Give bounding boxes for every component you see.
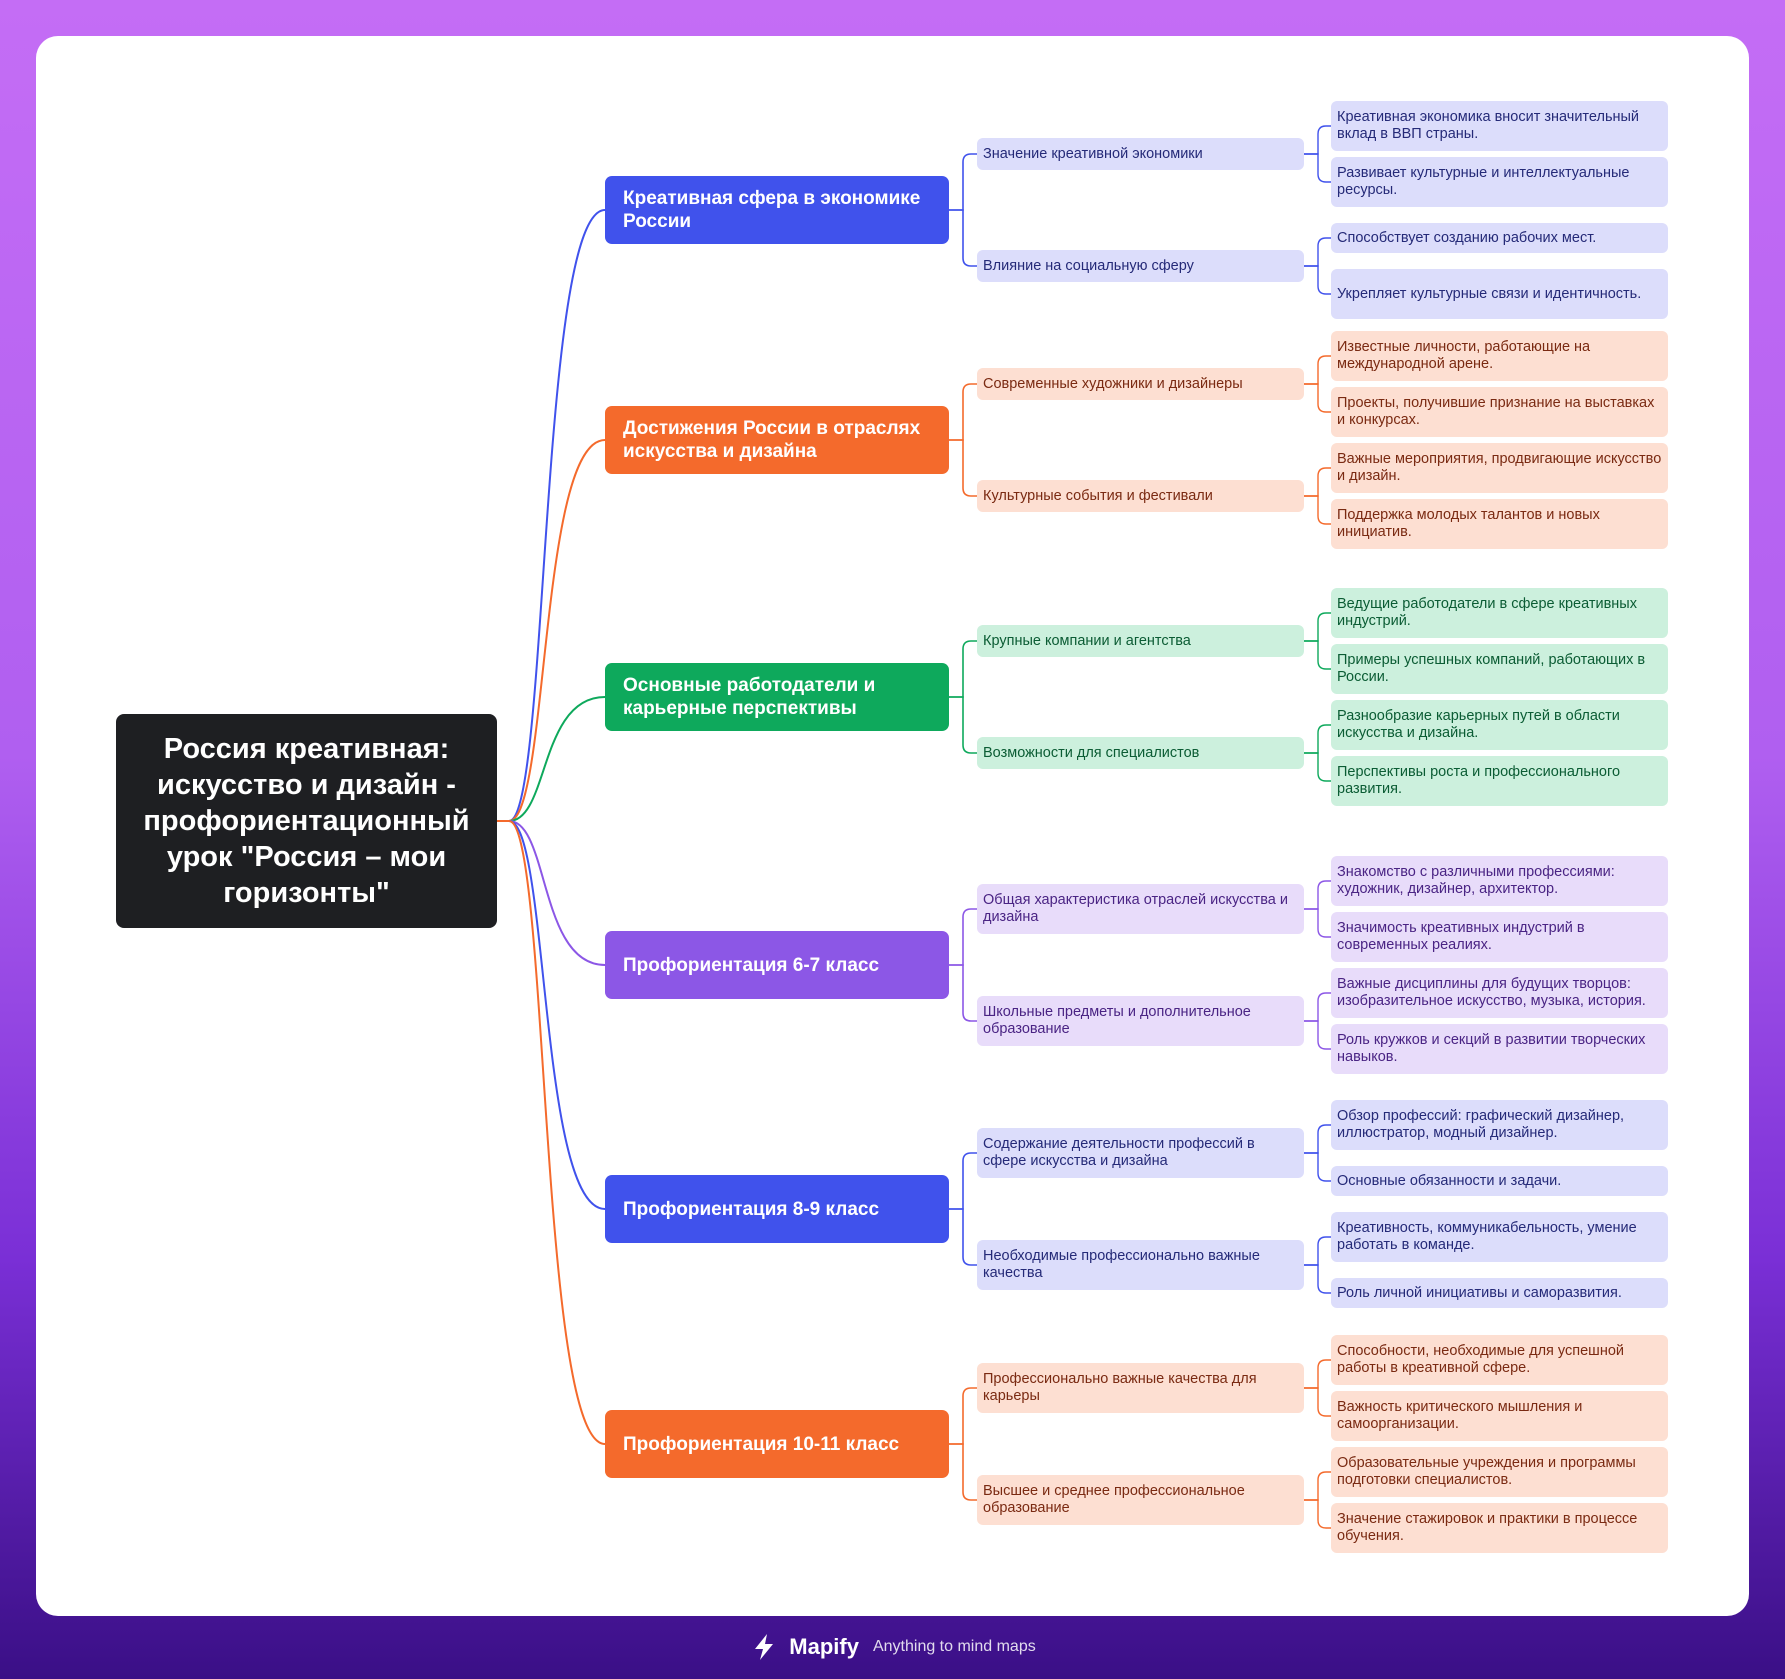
leaf-topic[interactable]: Укрепляет культурные связи и идентичност… (1331, 269, 1668, 319)
subtopic[interactable]: Влияние на социальную сферу (977, 250, 1304, 282)
leaf-topic-label: Образовательные учреждения и программы п… (1337, 1455, 1636, 1488)
subtopic-label: Школьные предметы и дополнительное образ… (983, 1004, 1251, 1037)
branch-topic-label: Профориентация 8-9 класс (623, 1198, 880, 1220)
lightning-icon (755, 1634, 774, 1660)
subtopic-label: Культурные события и фестивали (983, 487, 1213, 504)
leaf-topic[interactable]: Образовательные учреждения и программы п… (1331, 1447, 1668, 1497)
branch-topic-label: Профориентация 6-7 класс (623, 954, 880, 976)
subtopic-label: Общая характеристика отраслей искусства … (983, 892, 1288, 925)
leaf-topic-label: Основные обязанности и задачи. (1337, 1172, 1562, 1189)
branch-topic[interactable]: Достижения России в отраслях искусства и… (605, 406, 949, 474)
brand-name: Mapify (789, 1634, 859, 1659)
branch-topic[interactable]: Основные работодатели и карьерные перспе… (605, 663, 949, 731)
subtopic[interactable]: Содержание деятельности профессий в сфер… (977, 1128, 1304, 1178)
leaf-topic[interactable]: Роль личной инициативы и саморазвития. (1331, 1278, 1668, 1308)
leaf-topic[interactable]: Ведущие работодатели в сфере креативных … (1331, 588, 1668, 638)
leaf-topic[interactable]: Важность критического мышления и самоорг… (1331, 1391, 1668, 1441)
leaf-topic[interactable]: Важные мероприятия, продвигающие искусст… (1331, 443, 1668, 493)
leaf-topic-label: Способствует созданию рабочих мест. (1337, 229, 1597, 246)
subtopic-label: Высшее и среднее профессиональное образо… (983, 1483, 1245, 1516)
leaf-topic-label: Креативная экономика вносит значительный… (1337, 109, 1640, 142)
leaf-topic-label: Обзор профессий: графический дизайнер, и… (1337, 1108, 1625, 1141)
subtopic-label: Крупные компании и агентства (983, 632, 1191, 649)
subtopic[interactable]: Современные художники и дизайнеры (977, 368, 1304, 400)
subtopic[interactable]: Школьные предметы и дополнительное образ… (977, 996, 1304, 1046)
branch-topic[interactable]: Профориентация 10-11 класс (605, 1410, 949, 1478)
leaf-topic-label: Перспективы роста и профессионального ра… (1337, 764, 1621, 797)
leaf-topic[interactable]: Развивает культурные и интеллектуальные … (1331, 157, 1668, 207)
branch-topic[interactable]: Креативная сфера в экономике России (605, 176, 949, 244)
leaf-topic-label: Укрепляет культурные связи и идентичност… (1337, 285, 1642, 302)
leaf-topic-label: Знакомство с различными профессиями: худ… (1337, 864, 1615, 897)
leaf-topic[interactable]: Значимость креативных индустрий в соврем… (1331, 912, 1668, 962)
leaf-topic-label: Значение стажировок и практики в процесс… (1337, 1511, 1638, 1544)
leaf-topic[interactable]: Роль кружков и секций в развитии творчес… (1331, 1024, 1668, 1074)
leaf-topic-label: Роль личной инициативы и саморазвития. (1337, 1284, 1622, 1301)
branch-topic-label: Достижения России в отраслях искусства и… (623, 418, 921, 462)
leaf-topic[interactable]: Примеры успешных компаний, работающих в … (1331, 644, 1668, 694)
subtopic-label: Влияние на социальную сферу (983, 257, 1194, 274)
leaf-topic[interactable]: Известные личности, работающие на междун… (1331, 331, 1668, 381)
subtopic[interactable]: Общая характеристика отраслей искусства … (977, 884, 1304, 934)
leaf-topic[interactable]: Разнообразие карьерных путей в области и… (1331, 700, 1668, 750)
subtopic[interactable]: Возможности для специалистов (977, 737, 1304, 769)
subtopic-label: Необходимые профессионально важные качес… (983, 1248, 1260, 1281)
subtopic-label: Современные художники и дизайнеры (983, 375, 1243, 392)
leaf-topic-label: Важность критического мышления и самоорг… (1337, 1399, 1583, 1432)
leaf-topic[interactable]: Креативная экономика вносит значительный… (1331, 101, 1668, 151)
leaf-topic[interactable]: Обзор профессий: графический дизайнер, и… (1331, 1100, 1668, 1150)
subtopic[interactable]: Культурные события и фестивали (977, 480, 1304, 512)
subtopic[interactable]: Значение креативной экономики (977, 138, 1304, 170)
branch-topic[interactable]: Профориентация 8-9 класс (605, 1175, 949, 1243)
leaf-topic[interactable]: Способности, необходимые для успешной ра… (1331, 1335, 1668, 1385)
leaf-topic[interactable]: Перспективы роста и профессионального ра… (1331, 756, 1668, 806)
leaf-topic-label: Способности, необходимые для успешной ра… (1337, 1343, 1624, 1376)
branch-topic[interactable]: Профориентация 6-7 класс (605, 931, 949, 999)
leaf-topic[interactable]: Знакомство с различными профессиями: худ… (1331, 856, 1668, 906)
subtopic[interactable]: Высшее и среднее профессиональное образо… (977, 1475, 1304, 1525)
subtopic-label: Профессионально важные качества для карь… (983, 1371, 1257, 1404)
leaf-topic-label: Ведущие работодатели в сфере креативных … (1337, 596, 1637, 629)
leaf-topic-label: Поддержка молодых талантов и новых иници… (1337, 507, 1600, 540)
subtopic-label: Содержание деятельности профессий в сфер… (983, 1136, 1255, 1169)
leaf-topic-label: Важные дисциплины для будущих творцов: и… (1337, 976, 1646, 1009)
subtopic[interactable]: Профессионально важные качества для карь… (977, 1363, 1304, 1413)
leaf-topic-label: Развивает культурные и интеллектуальные … (1337, 165, 1630, 198)
root-topic-label: Россия креативная: искусство и дизайн - … (143, 733, 470, 909)
leaf-topic[interactable]: Важные дисциплины для будущих творцов: и… (1331, 968, 1668, 1018)
leaf-topic[interactable]: Основные обязанности и задачи. (1331, 1166, 1668, 1196)
leaf-topic[interactable]: Значение стажировок и практики в процесс… (1331, 1503, 1668, 1553)
subtopic[interactable]: Необходимые профессионально важные качес… (977, 1240, 1304, 1290)
leaf-topic[interactable]: Способствует созданию рабочих мест. (1331, 223, 1668, 253)
root-topic[interactable]: Россия креативная: искусство и дизайн - … (116, 714, 497, 928)
branch-topic-label: Профориентация 10-11 класс (623, 1433, 900, 1455)
leaf-topic-label: Важные мероприятия, продвигающие искусст… (1337, 451, 1662, 484)
leaf-topic-label: Примеры успешных компаний, работающих в … (1337, 652, 1646, 685)
leaf-topic-label: Разнообразие карьерных путей в области и… (1337, 708, 1620, 741)
subtopic-label: Возможности для специалистов (983, 744, 1200, 761)
leaf-topic[interactable]: Креативность, коммуникабельность, умение… (1331, 1212, 1668, 1262)
leaf-topic-label: Роль кружков и секций в развитии творчес… (1337, 1032, 1646, 1065)
brand-tagline: Anything to mind maps (872, 1638, 1036, 1655)
branch-topic-label: Креативная сфера в экономике России (623, 188, 921, 232)
branch-topic-label: Основные работодатели и карьерные перспе… (623, 675, 876, 719)
subtopic-label: Значение креативной экономики (983, 145, 1203, 162)
leaf-topic-label: Проекты, получившие признание на выставк… (1337, 395, 1655, 428)
leaf-topic-label: Креативность, коммуникабельность, умение… (1337, 1220, 1637, 1253)
leaf-topic[interactable]: Поддержка молодых талантов и новых иници… (1331, 499, 1668, 549)
leaf-topic-label: Значимость креативных индустрий в соврем… (1337, 920, 1585, 953)
subtopic[interactable]: Крупные компании и агентства (977, 625, 1304, 657)
leaf-topic-label: Известные личности, работающие на междун… (1337, 339, 1591, 372)
leaf-topic[interactable]: Проекты, получившие признание на выставк… (1331, 387, 1668, 437)
footer: Mapify Anything to mind maps (0, 1632, 1785, 1662)
